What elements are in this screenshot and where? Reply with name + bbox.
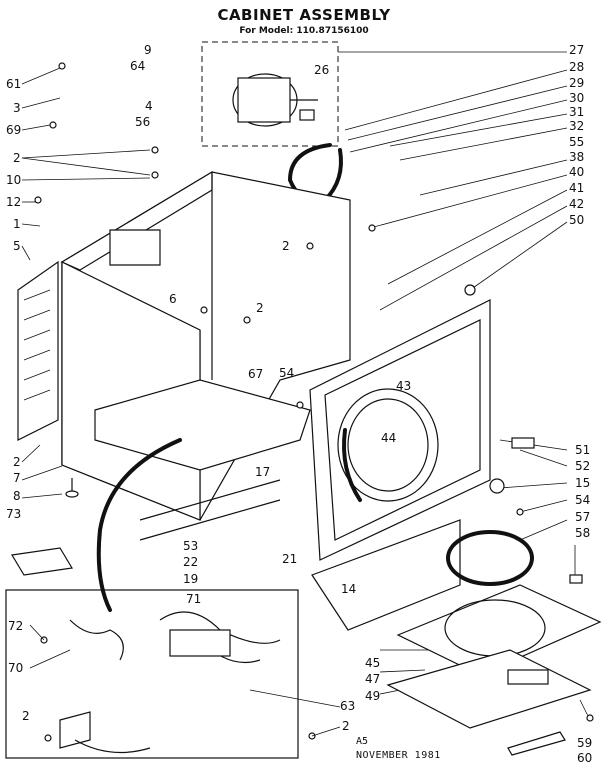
callout-5: 5 <box>13 239 21 253</box>
callout-2-inner: 2 <box>282 239 290 253</box>
callout-67: 67 <box>248 367 264 381</box>
door-seal <box>446 530 534 586</box>
callout-42: 42 <box>569 197 585 211</box>
leveling-foot <box>65 478 79 498</box>
callout-54-right: 54 <box>575 493 591 507</box>
callout-27: 27 <box>569 43 585 57</box>
callout-49: 49 <box>365 689 381 703</box>
callout-53: 53 <box>183 539 199 553</box>
callout-32: 32 <box>569 119 585 133</box>
drive-motor <box>232 73 318 127</box>
callout-17: 17 <box>255 465 271 479</box>
callout-12: 12 <box>6 195 22 209</box>
callout-70: 70 <box>8 661 24 675</box>
callout-60: 60 <box>577 751 593 765</box>
callout-55: 55 <box>569 135 585 149</box>
callout-64: 64 <box>130 59 146 73</box>
callout-58: 58 <box>575 526 591 540</box>
callout-15: 15 <box>575 476 591 490</box>
model-subtitle: For Model: 110.87156100 <box>239 26 369 36</box>
callout-69: 69 <box>6 123 22 137</box>
callout-29: 29 <box>569 76 585 90</box>
callout-30: 30 <box>569 91 585 105</box>
callout-2-left: 2 <box>13 455 21 469</box>
door-strike <box>507 731 566 756</box>
hardware-screws <box>34 62 594 742</box>
callout-71: 71 <box>186 592 202 606</box>
callout-38: 38 <box>569 150 585 164</box>
callout-4: 4 <box>145 99 153 113</box>
callout-63: 63 <box>340 699 356 713</box>
front-bulkhead <box>309 299 491 561</box>
callout-19: 19 <box>183 572 199 586</box>
callout-41: 41 <box>569 181 585 195</box>
wiring-harness <box>59 611 281 754</box>
footer-date: NOVEMBER 1981 <box>356 750 441 761</box>
callout-44: 44 <box>381 431 397 445</box>
door-handle <box>507 669 549 685</box>
callout-1: 1 <box>13 217 21 231</box>
callout-61: 61 <box>6 77 22 91</box>
callout-2-bottom: 2 <box>342 719 350 733</box>
callout-56: 56 <box>135 115 151 129</box>
side-panel <box>17 260 59 441</box>
callout-2-upper: 2 <box>13 151 21 165</box>
page-title: CABINET ASSEMBLY <box>217 6 391 24</box>
exhaust-hose <box>96 438 182 612</box>
callout-22: 22 <box>183 555 199 569</box>
callout-2-mid: 2 <box>256 301 264 315</box>
leader-lines-left <box>21 67 341 737</box>
toe-panel <box>311 519 461 631</box>
callout-26: 26 <box>314 63 330 77</box>
leader-lines-right <box>338 51 591 721</box>
footer-code: A5 <box>356 736 369 747</box>
callout-21: 21 <box>282 552 298 566</box>
callout-6: 6 <box>169 292 177 306</box>
callout-50: 50 <box>569 213 585 227</box>
door-inner <box>386 649 592 729</box>
callout-3: 3 <box>13 101 21 115</box>
callout-45: 45 <box>365 656 381 670</box>
callout-10: 10 <box>6 173 22 187</box>
callout-31: 31 <box>569 105 585 119</box>
callout-54-top: 54 <box>279 366 295 380</box>
callout-40: 40 <box>569 165 585 179</box>
base-frame <box>94 379 311 541</box>
callout-28: 28 <box>569 60 585 74</box>
callout-73: 73 <box>6 507 22 521</box>
callout-57: 57 <box>575 510 591 524</box>
callout-59: 59 <box>577 736 593 750</box>
callout-8: 8 <box>13 489 21 503</box>
callout-14: 14 <box>341 582 357 596</box>
callout-2-harness: 2 <box>22 709 30 723</box>
callout-72: 72 <box>8 619 24 633</box>
callout-7: 7 <box>13 471 21 485</box>
callout-47: 47 <box>365 672 381 686</box>
callout-51: 51 <box>575 443 591 457</box>
wiring-harness-box <box>5 589 299 759</box>
callout-9: 9 <box>144 43 152 57</box>
callout-52: 52 <box>575 459 591 473</box>
label-plate <box>11 547 73 576</box>
callout-43: 43 <box>396 379 412 393</box>
